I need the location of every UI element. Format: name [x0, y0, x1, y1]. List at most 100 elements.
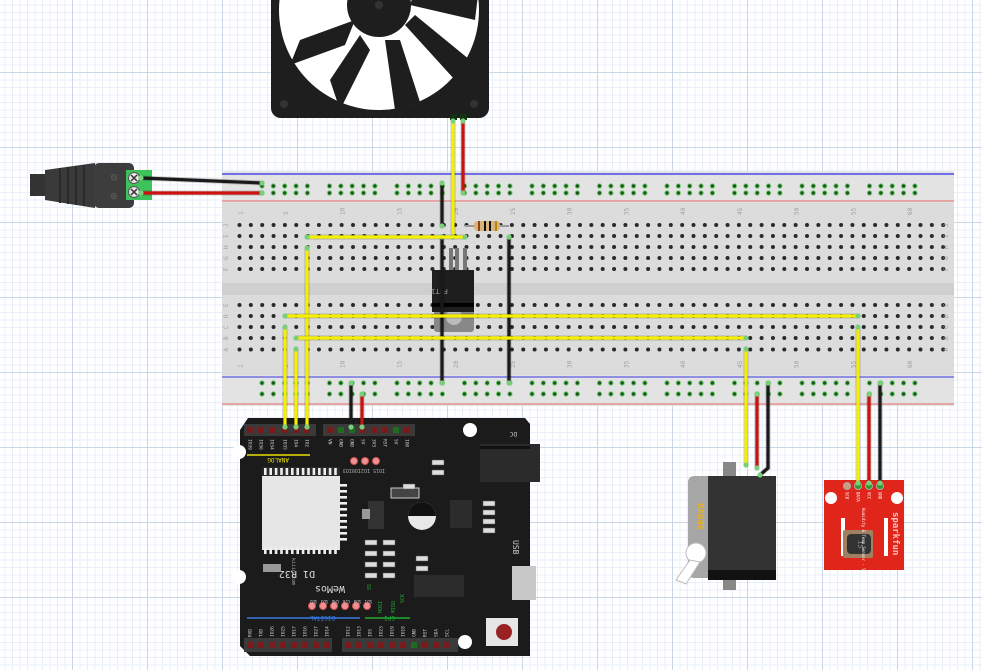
breadboard-hole[interactable] [260, 245, 265, 249]
rail-hole[interactable] [596, 391, 603, 397]
breadboard-hole[interactable] [816, 325, 821, 329]
rail-hole[interactable] [293, 183, 299, 189]
breadboard-hole[interactable] [362, 245, 367, 249]
breadboard-hole[interactable] [509, 325, 514, 329]
header-pin[interactable] [404, 427, 410, 433]
breadboard-hole[interactable] [941, 336, 946, 340]
breadboard-hole[interactable] [691, 256, 696, 260]
breadboard-hole[interactable] [294, 256, 299, 260]
rail-hole[interactable] [259, 391, 265, 397]
breadboard-hole[interactable] [521, 234, 526, 238]
breadboard-hole[interactable] [941, 256, 946, 260]
rail-hole[interactable] [878, 190, 884, 196]
breadboard-hole[interactable] [396, 256, 401, 260]
breadboard-hole[interactable] [407, 267, 412, 271]
breadboard-hole[interactable] [566, 223, 571, 227]
rail-hole[interactable] [743, 183, 749, 189]
rail-hole[interactable] [372, 380, 378, 386]
header-pin[interactable] [282, 427, 288, 433]
breadboard-hole[interactable] [543, 256, 548, 260]
breadboard-hole[interactable] [839, 303, 844, 307]
breadboard-hole[interactable] [646, 303, 651, 307]
breadboard-hole[interactable] [907, 325, 912, 329]
breadboard-hole[interactable] [680, 347, 685, 352]
breadboard-hole[interactable] [612, 245, 617, 249]
breadboard-hole[interactable] [475, 347, 480, 352]
breadboard-hole[interactable] [759, 234, 764, 238]
breadboard-hole[interactable] [793, 267, 798, 271]
breadboard-hole[interactable] [316, 347, 321, 352]
breadboard-hole[interactable] [850, 347, 855, 352]
servo-ground-wire[interactable] [758, 381, 770, 477]
breadboard-hole[interactable] [373, 347, 378, 352]
rail-hole[interactable] [552, 183, 558, 189]
rail-hole[interactable] [405, 391, 412, 397]
breadboard-hole[interactable] [555, 325, 560, 329]
breadboard-hole[interactable] [487, 234, 492, 238]
breadboard-hole[interactable] [702, 223, 707, 227]
breadboard-hole[interactable] [929, 267, 934, 271]
rail-hole[interactable] [360, 190, 367, 196]
breadboard-hole[interactable] [543, 347, 548, 352]
breadboard-hole[interactable] [271, 325, 276, 329]
breadboard-hole[interactable] [725, 267, 730, 271]
breadboard-hole[interactable] [532, 245, 537, 249]
breadboard-hole[interactable] [839, 245, 844, 249]
breadboard-hole[interactable] [566, 245, 571, 249]
rail-hole[interactable] [349, 190, 355, 196]
rail-hole[interactable] [394, 190, 400, 196]
breadboard-hole[interactable] [532, 256, 537, 260]
breadboard-hole[interactable] [316, 267, 321, 271]
breadboard-hole[interactable] [578, 347, 582, 352]
breadboard-hole[interactable] [589, 303, 594, 307]
breadboard-hole[interactable] [714, 325, 719, 329]
breadboard-hole[interactable] [884, 234, 889, 238]
breadboard-hole[interactable] [646, 223, 651, 227]
rail-hole[interactable] [259, 380, 265, 386]
breadboard-hole[interactable] [396, 245, 401, 249]
breadboard-hole[interactable] [782, 347, 787, 352]
rail-hole[interactable] [338, 190, 344, 196]
rail-hole[interactable] [777, 183, 783, 189]
rail-hole[interactable] [473, 190, 479, 196]
breadboard-hole[interactable] [578, 223, 582, 227]
breadboard-hole[interactable] [725, 234, 730, 238]
rail-hole[interactable] [889, 190, 895, 196]
breadboard-hole[interactable] [373, 303, 378, 307]
breadboard-hole[interactable] [725, 347, 730, 352]
rail-hole[interactable] [326, 380, 333, 386]
breadboard-hole[interactable] [839, 267, 844, 271]
rail-hole[interactable] [754, 380, 760, 386]
breadboard-hole[interactable] [873, 314, 878, 318]
rail-hole[interactable] [417, 183, 423, 189]
breadboard-hole[interactable] [419, 267, 424, 271]
rail-hole[interactable] [417, 190, 423, 196]
breadboard-hole[interactable] [373, 325, 378, 329]
breadboard-hole[interactable] [634, 245, 639, 249]
breadboard-hole[interactable] [736, 347, 741, 352]
breadboard-hole[interactable] [827, 347, 832, 352]
breadboard-hole[interactable] [793, 245, 798, 249]
breadboard-hole[interactable] [918, 234, 923, 238]
rail-hole[interactable] [731, 190, 738, 196]
header-pin[interactable] [360, 427, 366, 433]
header-pin[interactable] [291, 642, 297, 648]
rail-hole[interactable] [304, 183, 311, 189]
breadboard-hole[interactable] [714, 234, 719, 238]
breadboard-hole[interactable] [362, 256, 367, 260]
breadboard-hole[interactable] [816, 234, 821, 238]
rail-hole[interactable] [428, 380, 434, 386]
breadboard-hole[interactable] [600, 303, 605, 307]
breadboard-hole[interactable] [748, 223, 753, 227]
rail-hole[interactable] [507, 190, 513, 196]
breadboard-hole[interactable] [702, 347, 707, 352]
rail-hole[interactable] [810, 380, 817, 386]
breadboard-hole[interactable] [453, 347, 458, 352]
rail-hole[interactable] [698, 380, 704, 386]
breadboard-hole[interactable] [884, 245, 889, 249]
rail-hole[interactable] [372, 190, 378, 196]
breadboard-hole[interactable] [316, 223, 321, 227]
breadboard-hole[interactable] [861, 223, 866, 227]
rail-hole[interactable] [754, 190, 760, 196]
header-pin[interactable] [411, 642, 417, 648]
